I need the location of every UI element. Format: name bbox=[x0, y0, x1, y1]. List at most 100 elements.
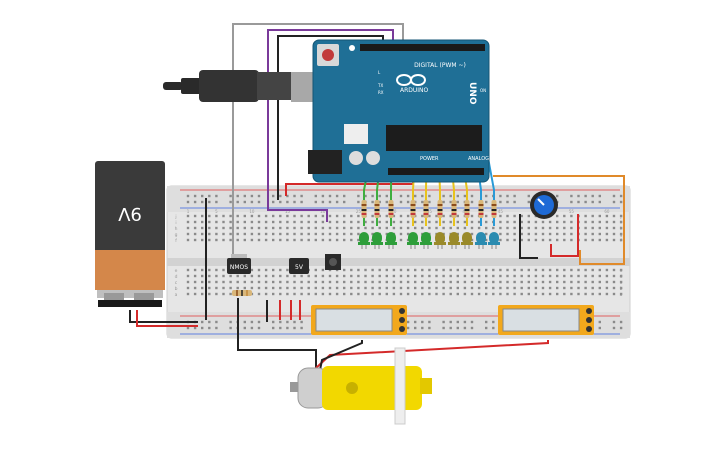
row-letter-left: h bbox=[175, 226, 178, 232]
breadboard-hole bbox=[406, 280, 410, 284]
breadboard-hole bbox=[222, 286, 225, 290]
arduino-logo-icon bbox=[396, 74, 426, 86]
rail-hole bbox=[449, 194, 452, 198]
rail-hole bbox=[357, 200, 360, 204]
breadboard-hole bbox=[186, 214, 190, 218]
rail-hole bbox=[506, 200, 509, 204]
breadboard-hole bbox=[286, 268, 289, 272]
breadboard-hole bbox=[541, 286, 545, 290]
led[interactable] bbox=[358, 232, 370, 249]
breadboard-hole bbox=[250, 280, 254, 284]
sensor-module-right[interactable] bbox=[498, 305, 594, 335]
sensor-module-left[interactable] bbox=[311, 305, 407, 335]
breadboard-hole bbox=[520, 280, 523, 284]
breadboard-hole bbox=[548, 232, 552, 236]
row-letter-right: d bbox=[620, 274, 623, 280]
led[interactable] bbox=[407, 232, 419, 249]
breadboard-hole bbox=[236, 220, 239, 224]
breadboard-hole bbox=[257, 220, 261, 224]
breadboard-hole bbox=[371, 280, 374, 284]
breadboard-hole bbox=[435, 214, 438, 218]
breadboard-hole bbox=[463, 292, 467, 296]
breadboard-hole bbox=[328, 274, 332, 278]
motor-black-wire[interactable] bbox=[237, 298, 317, 368]
led[interactable] bbox=[420, 232, 432, 249]
row-letter-left: c bbox=[175, 281, 178, 286]
breadboard-hole bbox=[371, 286, 374, 290]
reset-button[interactable] bbox=[322, 49, 334, 61]
rail-hole bbox=[335, 200, 339, 204]
breadboard-hole bbox=[392, 220, 396, 224]
rail-hole bbox=[449, 200, 452, 204]
arduino-brand: ARDUINO bbox=[400, 87, 429, 94]
breadboard-hole bbox=[612, 214, 616, 218]
breadboard-hole bbox=[307, 232, 310, 236]
led[interactable] bbox=[488, 232, 500, 249]
rail-hole bbox=[229, 326, 232, 330]
pot-black-wire[interactable] bbox=[519, 214, 538, 259]
breadboard-hole bbox=[605, 268, 609, 272]
breadboard-hole bbox=[243, 226, 246, 230]
breadboard-hole bbox=[343, 286, 346, 290]
breadboard-hole bbox=[257, 286, 261, 290]
battery-label: 9V bbox=[117, 203, 141, 224]
led[interactable] bbox=[448, 232, 460, 249]
battery-9v[interactable]: 9V bbox=[95, 161, 165, 307]
breadboard-hole bbox=[406, 214, 410, 218]
breadboard-hole bbox=[350, 220, 353, 224]
breadboard-hole bbox=[314, 280, 317, 284]
breadboard-hole bbox=[485, 214, 488, 218]
purple-wire[interactable] bbox=[267, 29, 394, 222]
breadboard-hole bbox=[343, 220, 346, 224]
led[interactable] bbox=[385, 232, 397, 249]
rail-hole bbox=[215, 320, 218, 324]
breadboard-hole bbox=[527, 268, 530, 272]
rail-hole bbox=[414, 194, 417, 198]
breadboard-hole bbox=[307, 238, 310, 242]
breadboard-hole bbox=[343, 268, 346, 272]
push-button[interactable] bbox=[325, 254, 341, 270]
breadboard-hole bbox=[485, 286, 488, 290]
rail-hole bbox=[485, 194, 488, 198]
breadboard-hole bbox=[328, 238, 332, 242]
motor-black-wire-2[interactable] bbox=[319, 340, 363, 371]
orange-wire[interactable] bbox=[493, 175, 625, 265]
usb-cable[interactable] bbox=[163, 70, 321, 102]
mosfet[interactable]: NMOS bbox=[227, 254, 251, 274]
breadboard-hole bbox=[406, 292, 410, 296]
breadboard-hole bbox=[485, 238, 488, 242]
breadboard-hole bbox=[485, 268, 488, 272]
voltage-regulator[interactable]: 5V bbox=[289, 258, 309, 274]
gray-wire[interactable] bbox=[232, 23, 404, 258]
led[interactable] bbox=[475, 232, 487, 249]
rail-hole bbox=[215, 200, 218, 204]
breadboard-hole bbox=[357, 268, 360, 272]
led[interactable] bbox=[434, 232, 446, 249]
breadboard-hole bbox=[257, 226, 261, 230]
dc-gear-motor[interactable] bbox=[290, 347, 432, 425]
breadboard-hole bbox=[612, 238, 616, 242]
breadboard-hole bbox=[591, 226, 594, 230]
breadboard-hole bbox=[584, 232, 587, 236]
arduino-uno[interactable]: DIGITAL (PWM ~) ARDUINO UNO ANALOG IN PO… bbox=[308, 39, 496, 183]
battery-black-wire[interactable] bbox=[129, 310, 198, 323]
battery-red-wire[interactable] bbox=[136, 310, 198, 327]
breadboard-hole bbox=[463, 220, 467, 224]
rail-hole bbox=[257, 320, 261, 324]
breadboard-hole bbox=[584, 238, 587, 242]
on-label: ON bbox=[480, 88, 486, 93]
breadboard-hole bbox=[371, 268, 374, 272]
breadboard-hole bbox=[534, 238, 538, 242]
breadboard-hole bbox=[321, 238, 325, 242]
breadboard-hole bbox=[378, 274, 381, 278]
breadboard-hole bbox=[250, 268, 254, 272]
led[interactable] bbox=[461, 232, 473, 249]
motor-red-wire[interactable] bbox=[315, 340, 549, 369]
breadboard-hole bbox=[286, 286, 289, 290]
led[interactable] bbox=[371, 232, 383, 249]
pot-red-wire[interactable] bbox=[550, 214, 579, 257]
breadboard-hole bbox=[201, 214, 204, 218]
rail-hole bbox=[378, 194, 381, 198]
breadboard-hole bbox=[577, 280, 580, 284]
potentiometer[interactable] bbox=[530, 191, 558, 219]
